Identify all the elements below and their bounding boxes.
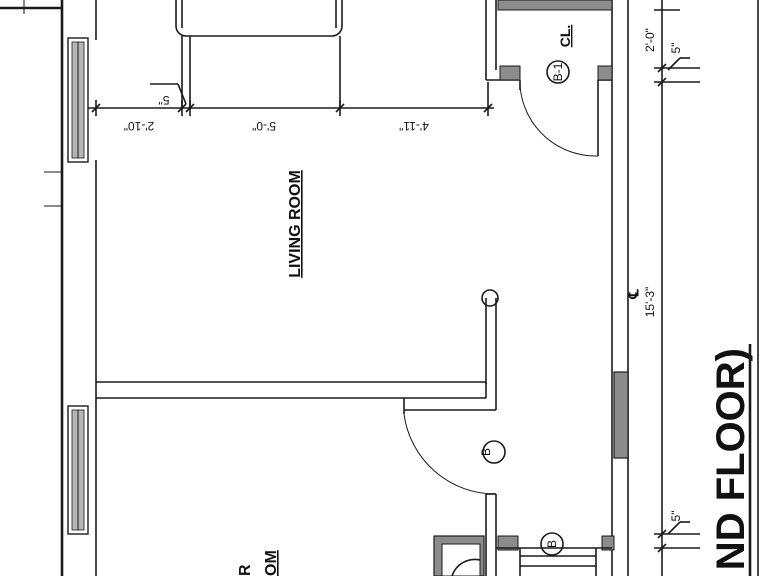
closet-door-swing [519,85,599,157]
door-b-swing [403,410,497,576]
door-tag-b: B [479,448,493,456]
window-lower-left [67,405,89,535]
bedroom-label-bottom: OM [263,550,280,576]
dim-top-c: 4'-11" [399,119,429,133]
dim-top-a: 2'-10" [124,119,155,133]
centerline-symbol: ℄ [625,289,641,300]
left-exterior-wall [44,0,97,576]
dim-right-d: 5" [669,511,683,522]
top-fixture [175,0,343,37]
dim-top-small: 5" [159,93,170,107]
window-upper-left [67,37,89,163]
dim-right-a: 2'-0" [643,28,657,52]
floor-title-partial: ND FLOOR) [709,348,753,570]
wall-pier-gray [613,371,629,459]
living-room-label: LIVING ROOM [287,170,304,278]
closet-label: CL. [557,25,573,48]
dim-right-c: 15'-3" [643,287,657,318]
door-tag-b-circle [482,440,506,464]
bedroom-label-top: R [237,564,254,576]
door-tag-b-bottom: B [545,540,559,548]
closet-walls [485,0,613,156]
dim-top-b: 5'-0" [252,119,276,133]
living-room-right-wall [485,0,629,576]
closet-shelf-gray [497,0,613,11]
door-tag-b-bottom-circle [540,532,564,556]
dim-right-b: 5" [669,43,683,54]
door-tag-b1: B-1 [551,62,565,81]
bottom-fixture [433,535,615,576]
partition-wall [96,381,496,411]
door-tag-b1-circle [546,60,570,84]
right-dimension-line [654,0,700,576]
column-circle [481,289,499,307]
top-dimension-line [88,82,494,116]
